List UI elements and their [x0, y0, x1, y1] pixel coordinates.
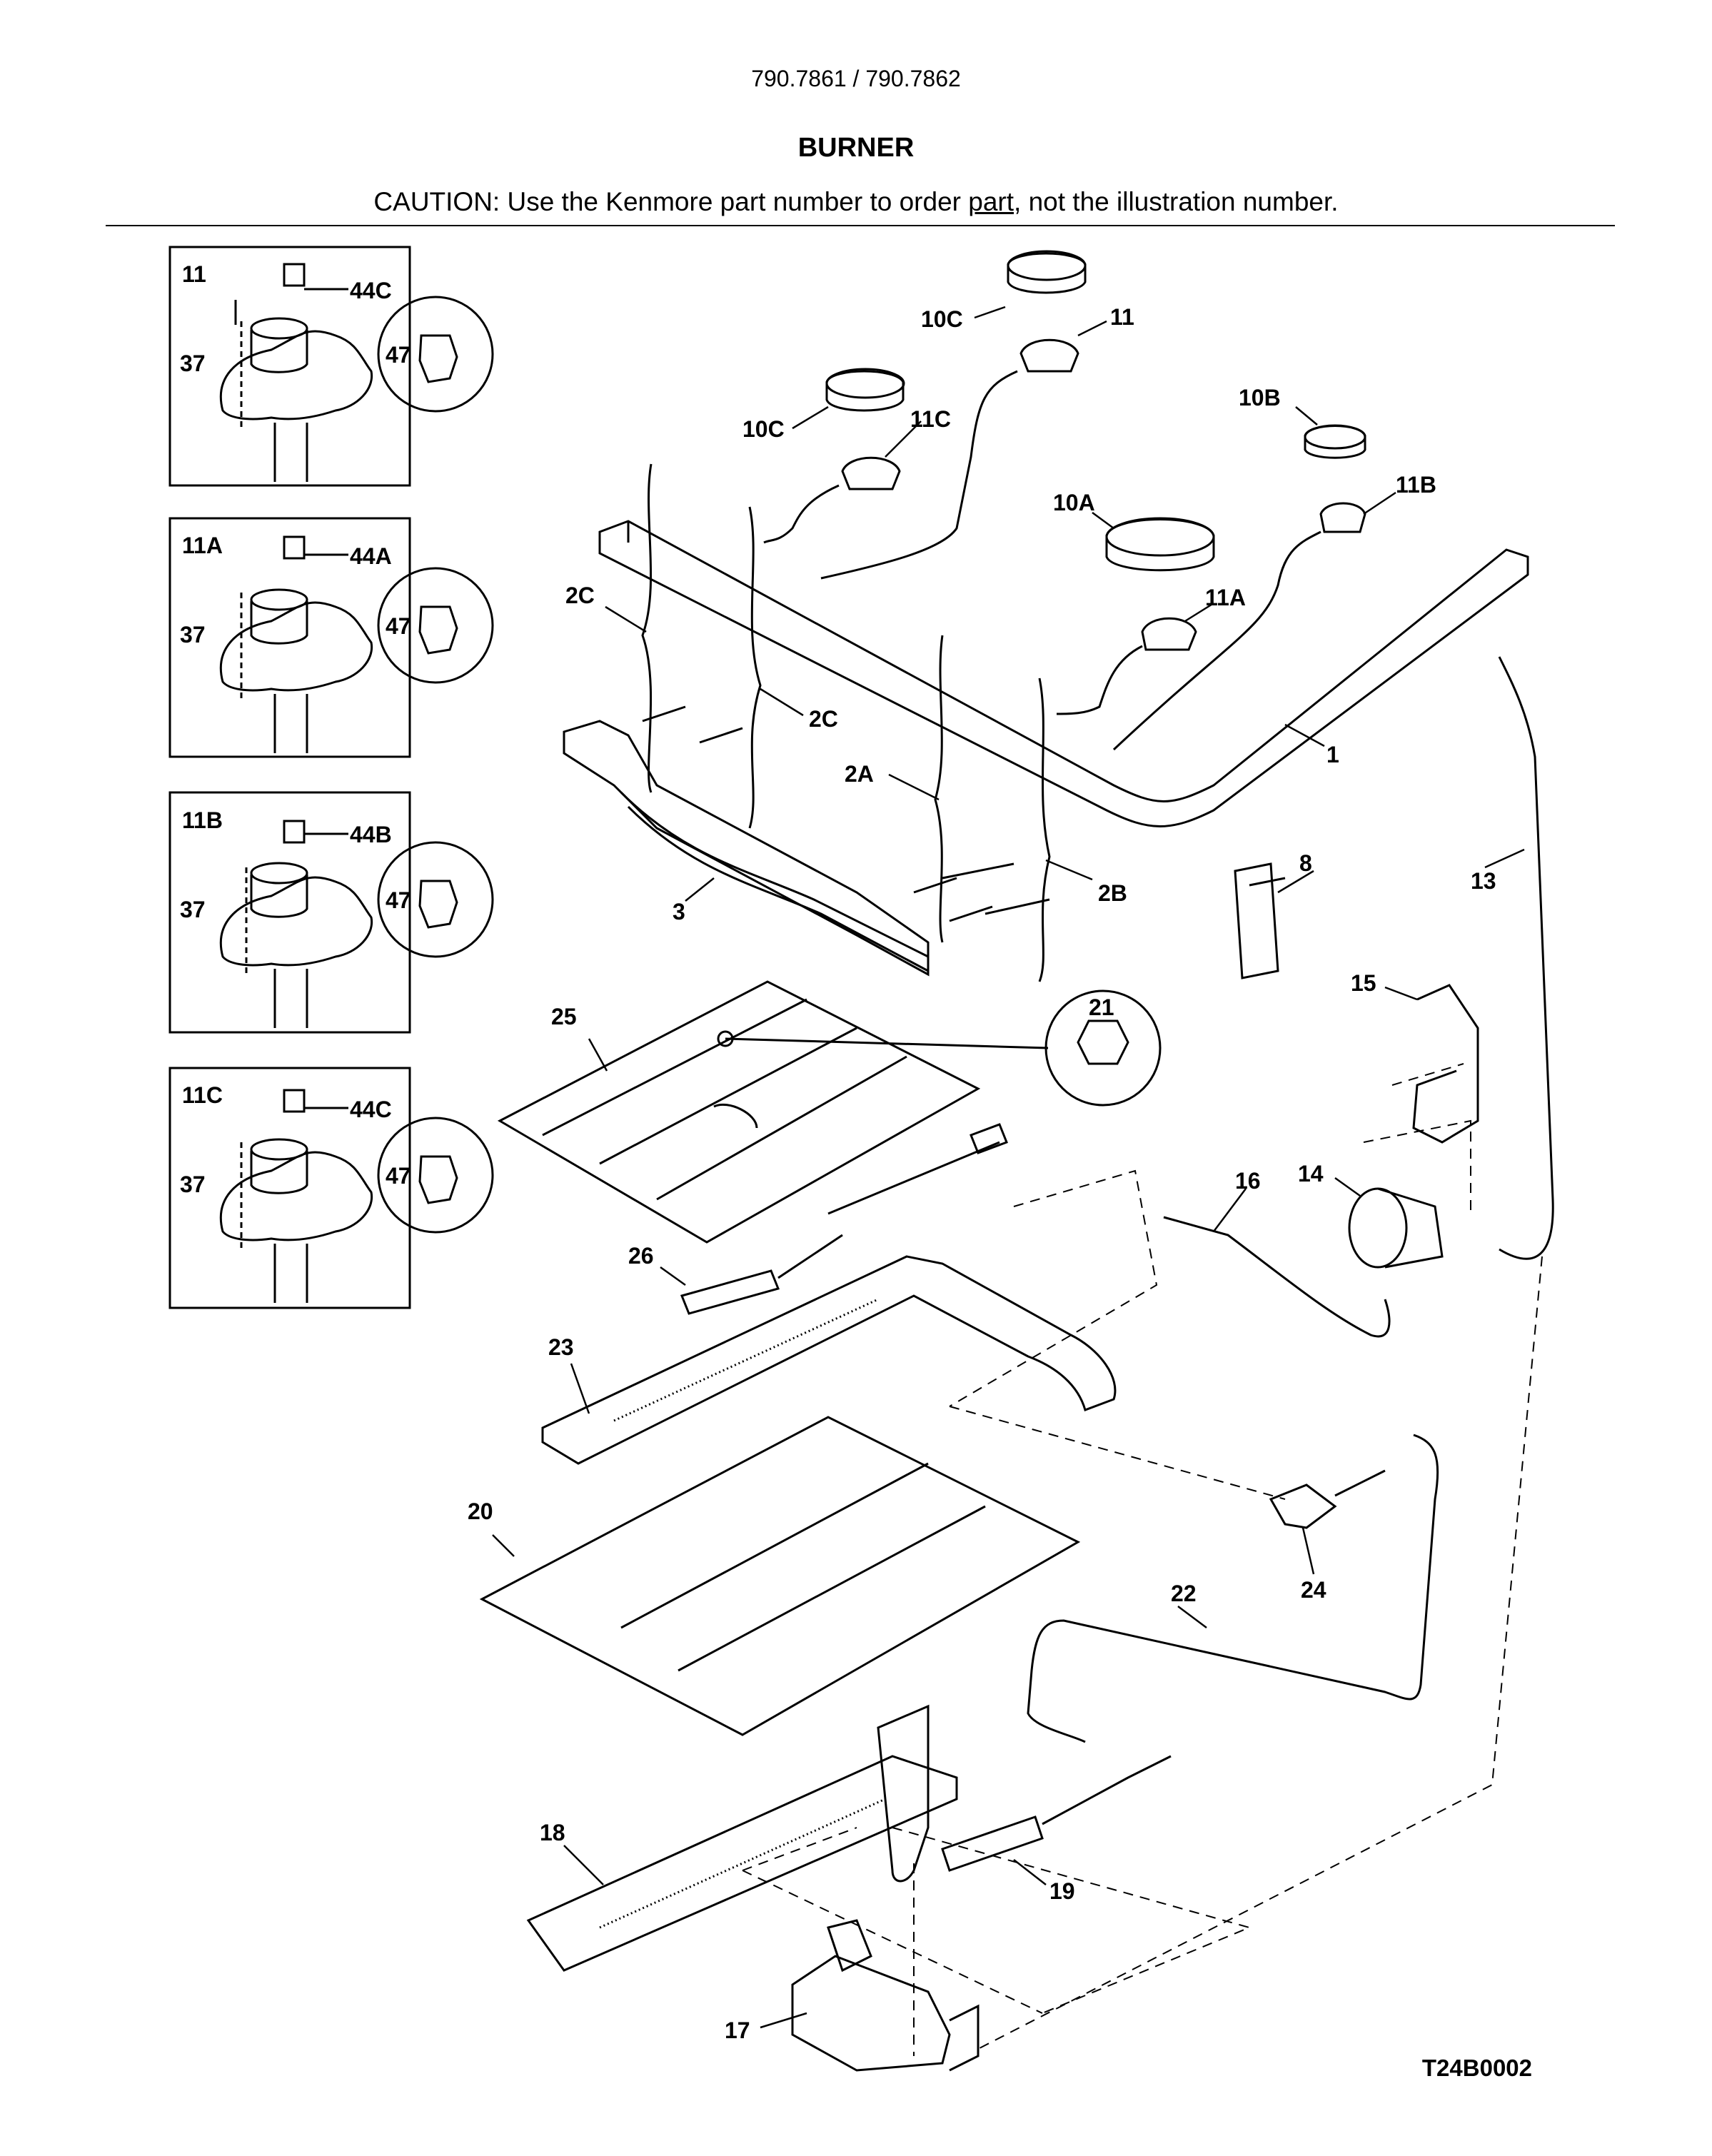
- inset-labels: 11 44C 37 47 11A 44A 37 47 11B 44B 37 47…: [180, 261, 411, 1197]
- callout-25: 25: [551, 1004, 577, 1029]
- inset-2-knob-label: 47: [386, 613, 411, 639]
- part-14-regulator: [1348, 1187, 1444, 1269]
- tube-13: [1498, 656, 1554, 1260]
- callout-26: 26: [628, 1243, 654, 1269]
- caution-note: CAUTION: Use the Kenmore part number to …: [373, 187, 1339, 216]
- inset-4-valve-label: 11C: [182, 1082, 223, 1108]
- manifold-rail: [598, 520, 1529, 827]
- inset-4-knob-label: 47: [386, 1163, 411, 1189]
- callout-3: 3: [673, 899, 685, 925]
- callout-23: 23: [548, 1334, 574, 1360]
- caution-underlined-word: part: [968, 187, 1014, 216]
- page-title: BURNER: [797, 133, 915, 163]
- part-23-oven-burner: [541, 1255, 1117, 1465]
- tube-16: [1163, 1216, 1391, 1338]
- part-19-igniter: [941, 1755, 1172, 1872]
- callout-10c-left: 10C: [742, 416, 785, 442]
- part-8-bracket: [1234, 862, 1286, 979]
- inset-valve-11: [168, 246, 494, 487]
- callout-16: 16: [1235, 1168, 1261, 1194]
- callout-22: 22: [1171, 1581, 1197, 1606]
- callout-14: 14: [1298, 1161, 1324, 1187]
- inset-valve-11b: [168, 791, 494, 1034]
- part-callout-labels: 10C 11 10C 11C 10B 11B 10A 11A 2C 2C 2A …: [468, 304, 1496, 2043]
- inset-2-screw-label: 37: [180, 622, 206, 648]
- inset-3-valve-label: 11B: [182, 807, 223, 833]
- callout-1: 1: [1326, 742, 1339, 767]
- inset-3-cap-label: 44B: [350, 822, 392, 847]
- callout-19: 19: [1049, 1878, 1075, 1904]
- valve-group-braces: [641, 463, 1051, 982]
- callout-15: 15: [1351, 970, 1376, 996]
- tube-22: [1027, 1434, 1439, 1743]
- callout-13: 13: [1471, 868, 1496, 894]
- assembly-dashed-guides: [742, 1063, 1543, 2056]
- inset-4-cap-label: 44C: [350, 1097, 392, 1122]
- gas-valves-and-tubes: [763, 338, 1366, 751]
- part-25-heat-shield: [497, 980, 981, 1244]
- part-17-safety-valve: [791, 1919, 980, 2072]
- callout-21: 21: [1089, 994, 1114, 1020]
- callout-11b: 11B: [1396, 472, 1436, 498]
- inset-3-knob-label: 47: [386, 887, 411, 913]
- inset-4-screw-label: 37: [180, 1172, 206, 1197]
- inset-3-screw-label: 37: [180, 897, 206, 922]
- inset-2-valve-label: 11A: [182, 533, 223, 558]
- callout-10c-top: 10C: [921, 306, 963, 332]
- callout-20: 20: [468, 1498, 493, 1524]
- callout-17: 17: [725, 2018, 750, 2043]
- callout-2a: 2A: [845, 761, 874, 787]
- part-24-orifice: [1269, 1469, 1386, 1529]
- inset-2-cap-label: 44A: [350, 543, 392, 569]
- inset-valve-11c: [168, 1067, 494, 1309]
- part-20-baffle: [479, 1416, 1081, 1736]
- model-number: 790.7861 / 790.7862: [751, 66, 961, 91]
- callout-2c-right: 2C: [809, 706, 838, 732]
- inset-1-cap-label: 44C: [350, 278, 392, 303]
- callout-24: 24: [1301, 1577, 1326, 1603]
- valve-bracket: [563, 705, 1050, 977]
- callout-10b: 10B: [1239, 385, 1281, 410]
- callout-8: 8: [1299, 850, 1312, 876]
- inset-1-valve-label: 11: [182, 261, 206, 287]
- callout-11a: 11A: [1205, 585, 1246, 610]
- callout-18: 18: [540, 1820, 565, 1845]
- inset-1-knob-label: 47: [386, 342, 411, 368]
- part-26-igniter: [680, 1123, 1008, 1315]
- callout-2b: 2B: [1098, 880, 1127, 906]
- inset-valve-11a: [168, 517, 494, 758]
- callout-leaders: [492, 306, 1525, 2029]
- part-21-nut: [717, 989, 1162, 1107]
- part-18-bake-burner: [526, 1704, 958, 1972]
- header-divider: [106, 225, 1615, 226]
- part-15-bracket: [1412, 984, 1479, 1144]
- diagram-code: T24B0002: [1421, 2055, 1532, 2081]
- burner-heads: [825, 250, 1366, 572]
- callout-10a: 10A: [1053, 490, 1095, 515]
- inset-1-screw-label: 37: [180, 351, 206, 376]
- callout-11-top: 11: [1110, 304, 1134, 330]
- callout-11c: 11C: [910, 406, 951, 432]
- callout-2c-left: 2C: [565, 583, 595, 608]
